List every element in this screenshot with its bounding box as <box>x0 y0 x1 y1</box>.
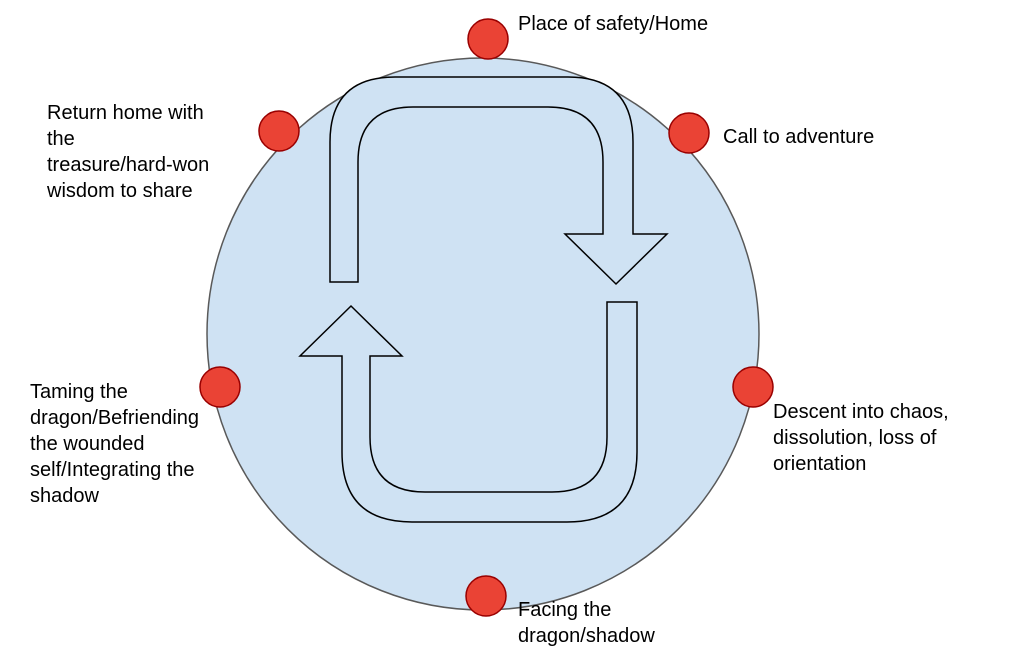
lower-flow-arrow <box>298 301 638 523</box>
label-descent-into-chaos: Descent into chaos, dissolution, loss of… <box>773 401 949 475</box>
node-return <box>258 110 300 152</box>
node-home <box>467 18 509 60</box>
label-place-of-safety: Place of safety/Home <box>518 13 709 35</box>
node-taming <box>199 366 241 408</box>
node-call <box>668 112 710 154</box>
label-taming-the-dragon: Taming the dragon/Befriending the wounde… <box>30 381 200 507</box>
upper-flow-arrow <box>329 76 669 286</box>
node-descent <box>732 366 774 408</box>
label-return-home: Return home with the treasure/hard-won w… <box>47 102 210 202</box>
node-facing <box>465 575 507 617</box>
label-facing-the-dragon: Facing the dragon/shadow <box>518 599 655 647</box>
label-call-to-adventure: Call to adventure <box>723 126 875 148</box>
